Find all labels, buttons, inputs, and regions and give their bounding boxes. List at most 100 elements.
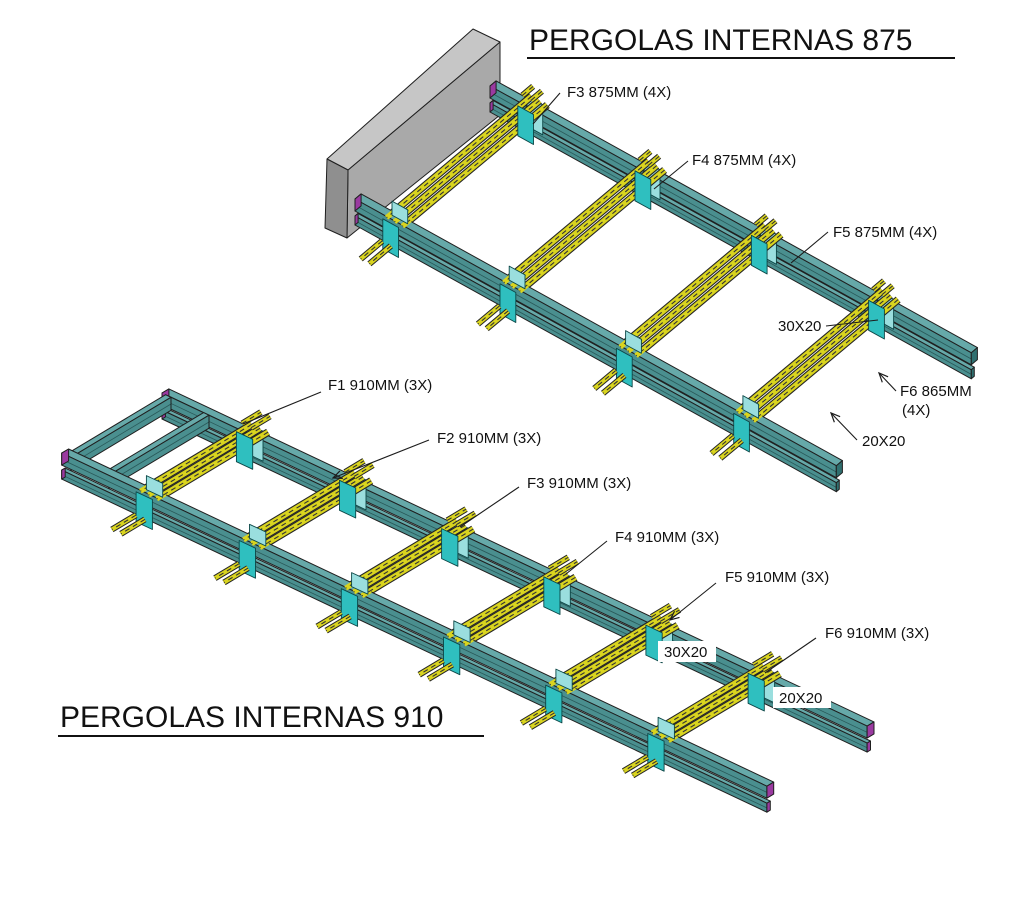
label-f4-875: F4 875MM (4X) (692, 152, 796, 169)
bracket-plate (441, 528, 459, 567)
beam-end-face (61, 467, 66, 480)
bracket-plate (453, 620, 471, 643)
beam-end-face (866, 740, 871, 753)
beam-detail-line (354, 204, 837, 473)
bracket-plate (657, 716, 675, 740)
leader-f3-910 (459, 486, 520, 528)
pergola-910-structure (61, 388, 875, 813)
frame-member-dash (764, 220, 776, 231)
generated-geometry (61, 28, 978, 813)
label-f6-875-line1: F6 865MM (900, 383, 972, 400)
title-pergolas-910: PERGOLAS INTERNAS 910 (60, 701, 443, 734)
frame-member-dash (752, 414, 762, 422)
label-f2-910: F2 910MM (3X) (437, 430, 541, 447)
frame-member-dash (223, 567, 249, 583)
label-f1-910: F1 910MM (3X) (328, 377, 432, 394)
frame-member-dash (521, 708, 546, 724)
pergola-875-structure (354, 80, 978, 493)
bracket-plate (543, 576, 561, 615)
wall-end-face (324, 158, 349, 239)
title-pergolas-875: PERGOLAS INTERNAS 875 (529, 24, 912, 57)
beam-end-face (866, 721, 875, 739)
frame-member-dash (214, 563, 240, 579)
frame-member-dash (316, 611, 342, 627)
frame-member-rod (741, 293, 893, 421)
bracket-plate (145, 475, 164, 498)
frame-member-dash (250, 415, 271, 429)
label-backdrop-20x20-910 (773, 687, 831, 708)
frame-member-dash (428, 664, 453, 680)
frame-member-dash (593, 370, 617, 389)
concrete-wall (324, 28, 501, 239)
frame-member-rod (382, 94, 534, 222)
frame-member-dash (456, 512, 476, 526)
bracket-plate (742, 395, 760, 419)
beam-end-face (970, 347, 978, 366)
frame-member-dash (639, 150, 651, 161)
frame-member-rod (499, 159, 651, 287)
bracket-plate (750, 234, 768, 275)
beam-detail-line (354, 220, 837, 488)
leader-f6-875 (877, 371, 897, 392)
bracket-plate (351, 572, 369, 595)
frame-member-dash (549, 556, 569, 570)
leader-f6-910 (764, 637, 817, 674)
frame-member-dash (881, 285, 894, 296)
frame-member-rod (733, 288, 885, 417)
leader-f1-910 (242, 391, 322, 425)
frame-member-dash (477, 305, 500, 325)
label-20x20-875: 20X20 (862, 433, 905, 450)
frame-member-dash (353, 464, 374, 477)
frame-member-dash (648, 155, 660, 166)
frame-member-rod (624, 228, 775, 356)
frame-member-dash (522, 85, 534, 96)
leader-f5-875 (790, 231, 829, 264)
frame-member-dash (753, 653, 773, 666)
label-backdrop-30x20-910 (658, 641, 716, 662)
frame-member-dash (635, 349, 645, 357)
frame-member-dash (486, 310, 509, 330)
label-f5-875: F5 875MM (4X) (833, 224, 937, 241)
bracket-plate (508, 265, 526, 290)
frame-member-dash (711, 435, 734, 454)
frame-member-dash (447, 508, 467, 521)
bracket-plate (235, 431, 254, 470)
frame-member-dash (325, 615, 351, 632)
frame-member-dash (762, 657, 782, 670)
frame-member-rod (507, 163, 659, 291)
leader-f4-875 (653, 160, 689, 190)
leader-lines (242, 92, 897, 674)
frame-member-dash (519, 284, 528, 292)
leader-f3-875 (532, 92, 561, 125)
frame-member-rod (616, 223, 767, 352)
frame-member-dash (344, 460, 365, 473)
leader-f4-910 (565, 540, 608, 575)
frame-member-rod (390, 98, 542, 226)
frame-member-dash (755, 215, 768, 226)
frame-member-dash (369, 245, 392, 265)
frame-member-dash (602, 374, 625, 394)
bracket-plate (391, 200, 409, 225)
label-20x20-910: 20X20 (779, 690, 822, 707)
frame-member-dash (872, 280, 885, 291)
bracket-plate (747, 672, 765, 712)
frame-member-dash (120, 518, 146, 535)
beam-end-face (354, 193, 362, 212)
bracket-plate (625, 330, 642, 354)
label-f3-875: F3 875MM (4X) (567, 84, 671, 101)
frame-member-dash (418, 659, 444, 676)
beam-end-face (489, 99, 494, 113)
beam-end-face (766, 781, 775, 799)
leader-30x20-875 (825, 319, 879, 327)
beam-end-face (970, 366, 975, 380)
beam-detail-line (108, 421, 210, 483)
frame-member-dash (111, 514, 137, 530)
label-f6-910: F6 910MM (3X) (825, 625, 929, 642)
frame-member-dash (651, 605, 671, 618)
frame-member-dash (530, 712, 555, 728)
bracket-plate (339, 479, 357, 519)
frame-member-dash (719, 439, 743, 459)
frame-member-dash (530, 90, 543, 101)
